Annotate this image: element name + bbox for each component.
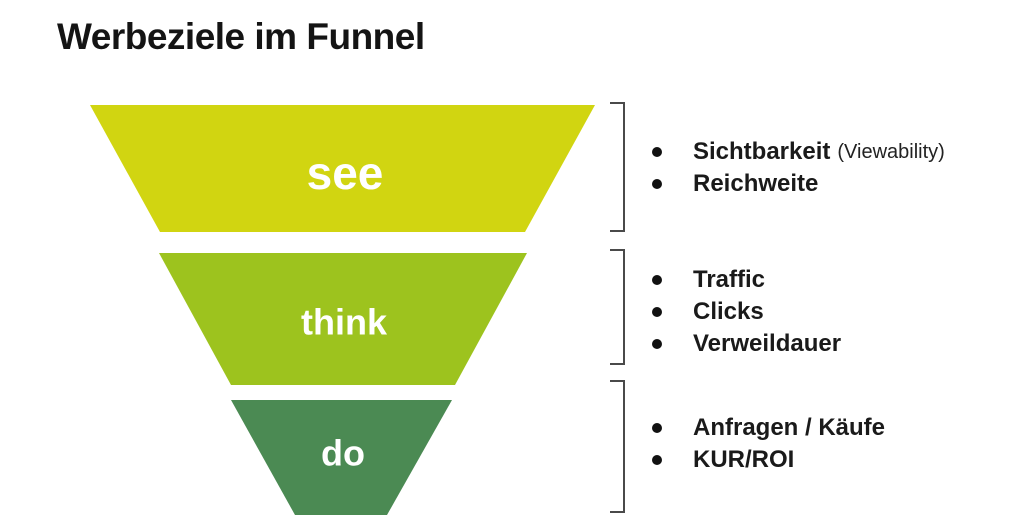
list-item: KUR/ROI <box>652 444 885 476</box>
segment-label-see: see <box>307 147 384 199</box>
bracket-think <box>610 249 625 365</box>
goal-label: Anfragen / Käufe <box>693 414 886 441</box>
goal-label: Traffic <box>693 266 766 293</box>
bullet-icon <box>652 423 662 433</box>
goal-label: Verweildauer <box>693 330 842 357</box>
goal-label: Sichtbarkeit <box>693 138 831 165</box>
funnel-segment-see <box>90 105 595 232</box>
bullet-icon <box>652 455 662 465</box>
bullet-icon <box>652 275 662 285</box>
goal-label: Clicks <box>693 298 764 325</box>
bullet-icon <box>652 339 662 349</box>
page-title: Werbeziele im Funnel <box>57 16 425 57</box>
funnel-segment-do <box>231 400 452 515</box>
goal-label-suffix: (Viewability) <box>837 140 945 163</box>
list-item: Traffic <box>652 264 841 296</box>
goal-list-think: Traffic Clicks Verweildauer <box>652 264 841 360</box>
bullet-icon <box>652 179 662 189</box>
goal-label: KUR/ROI <box>693 446 795 473</box>
goal-list-see: Sichtbarkeit (Viewability) Reichweite <box>652 136 945 200</box>
list-item: Sichtbarkeit (Viewability) <box>652 136 945 168</box>
goal-label: Reichweite <box>693 170 819 197</box>
bullet-icon <box>652 147 662 157</box>
bracket-do <box>610 380 625 513</box>
list-item: Clicks <box>652 296 841 328</box>
bullet-icon <box>652 307 662 317</box>
goal-list-do: Anfragen / Käufe KUR/ROI <box>652 412 885 476</box>
list-item: Reichweite <box>652 168 945 200</box>
funnel-segment-think <box>159 253 527 385</box>
segment-label-do: do <box>321 433 365 474</box>
segment-label-think: think <box>301 302 388 343</box>
list-item: Anfragen / Käufe <box>652 412 885 444</box>
bracket-see <box>610 102 625 232</box>
list-item: Verweildauer <box>652 328 841 360</box>
